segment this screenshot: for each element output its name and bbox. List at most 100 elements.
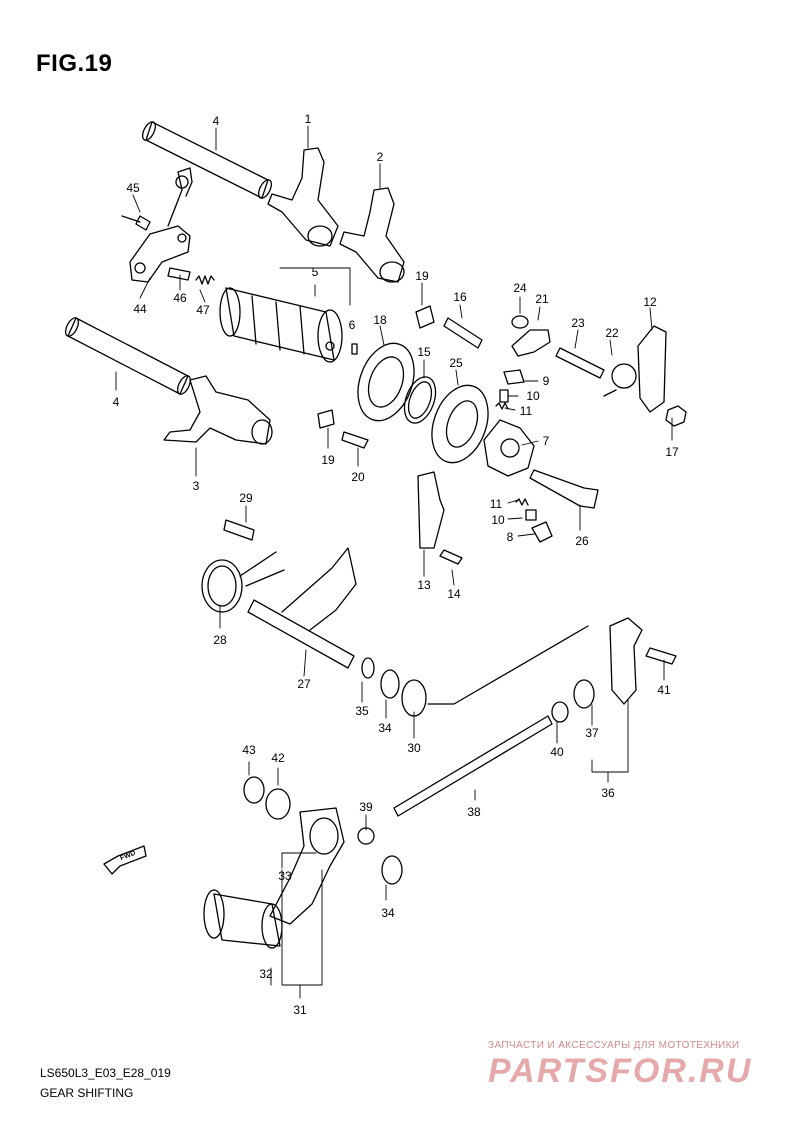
circlip-35 xyxy=(361,657,375,679)
callout-22: 22 xyxy=(605,326,619,340)
callout-10: 10 xyxy=(526,389,540,403)
callout-29: 29 xyxy=(239,491,253,505)
callout-4: 4 xyxy=(212,114,220,128)
spring-11 xyxy=(495,402,509,410)
section-name: GEAR SHIFTING xyxy=(40,1086,134,1100)
nut-39 xyxy=(357,827,375,845)
watermark-logo: PARTSFOR.RU xyxy=(488,1052,753,1090)
callout-39: 39 xyxy=(359,800,373,814)
callout-5: 5 xyxy=(311,265,319,279)
callout-6: 6 xyxy=(348,318,356,332)
pin-10 xyxy=(499,389,509,403)
callout-46: 46 xyxy=(173,291,187,305)
gearshift-lever-31 xyxy=(269,807,345,925)
callout-32: 32 xyxy=(259,967,273,981)
callout-17: 17 xyxy=(665,445,679,459)
callout-12: 12 xyxy=(643,295,657,309)
stopper-plate xyxy=(121,167,193,283)
callout-38: 38 xyxy=(467,805,481,819)
callout-33: 33 xyxy=(278,869,292,883)
callout-18: 18 xyxy=(373,313,387,327)
bolt-26 xyxy=(529,469,599,509)
gear-shift-cam xyxy=(219,287,343,363)
cam-pin xyxy=(351,343,358,355)
spring-22 xyxy=(603,363,637,397)
callout-23: 23 xyxy=(571,316,585,330)
lever-36 xyxy=(573,617,643,709)
watermark-tagline: ЗАПЧАСТИ И АКСЕССУАРЫ ДЛЯ МОТОТЕХНИКИ xyxy=(488,1040,740,1051)
return-spring xyxy=(201,551,285,613)
washer-34 xyxy=(380,669,400,699)
cam-stopper-plate xyxy=(431,384,489,464)
callout-16: 16 xyxy=(453,290,467,304)
fwd-arrow-icon xyxy=(103,845,147,875)
callout-13: 13 xyxy=(417,578,431,592)
bolt-23 xyxy=(555,347,605,379)
pin-10b xyxy=(525,509,537,521)
screw-20 xyxy=(341,431,369,449)
callout-3: 3 xyxy=(192,479,200,493)
shift-fork-1 xyxy=(267,147,339,247)
washer-19b xyxy=(317,409,335,429)
pawl-9 xyxy=(503,369,525,385)
figure-title: FIG.19 xyxy=(36,50,113,77)
callout-14: 14 xyxy=(447,587,461,601)
callout-7: 7 xyxy=(542,434,550,448)
callout-37: 37 xyxy=(585,726,599,740)
ring-15 xyxy=(403,376,437,424)
callout-21: 21 xyxy=(535,292,549,306)
callout-20: 20 xyxy=(351,470,365,484)
callout-43: 43 xyxy=(242,743,256,757)
callout-19: 19 xyxy=(415,269,429,283)
washer-42 xyxy=(265,788,291,820)
callout-27: 27 xyxy=(297,677,311,691)
callout-35: 35 xyxy=(355,704,369,718)
callout-4b: 4 xyxy=(112,395,120,409)
washer-24 xyxy=(511,315,529,329)
callout-28: 28 xyxy=(213,633,227,647)
callout-11b: 11 xyxy=(489,497,503,511)
fork-shaft-lower xyxy=(64,317,192,395)
arm-13 xyxy=(417,471,445,549)
footrest-rubber xyxy=(203,889,283,949)
tie-rod-38 xyxy=(393,715,553,817)
callout-15: 15 xyxy=(417,345,431,359)
callout-40: 40 xyxy=(550,745,564,759)
ring-43 xyxy=(243,776,265,804)
pawl-8 xyxy=(531,521,553,543)
bearing xyxy=(357,342,415,422)
callout-2: 2 xyxy=(376,150,384,164)
washer-34b xyxy=(381,855,403,885)
callout-9: 9 xyxy=(542,374,550,388)
model-code: LS650L3_E03_E28_019 xyxy=(40,1066,171,1080)
callout-44: 44 xyxy=(133,302,147,316)
callout-42: 42 xyxy=(271,751,285,765)
callout-36: 36 xyxy=(601,786,615,800)
callout-34b: 34 xyxy=(381,906,395,920)
nut-40 xyxy=(551,701,569,723)
callout-8: 8 xyxy=(506,530,514,544)
callout-26: 26 xyxy=(575,534,589,548)
spring-11b xyxy=(515,498,529,506)
pin-and-spring xyxy=(167,267,215,285)
callout-10b: 10 xyxy=(491,513,505,527)
callout-30: 30 xyxy=(407,741,421,755)
callout-34: 34 xyxy=(378,721,392,735)
washer-19 xyxy=(415,305,435,329)
arm-21 xyxy=(511,329,551,357)
nut-17 xyxy=(665,405,687,427)
fork-shaft-upper xyxy=(141,121,273,199)
callout-45: 45 xyxy=(126,181,140,195)
bolt-29 xyxy=(223,519,255,541)
shift-fork-3 xyxy=(163,375,273,445)
seal-30 xyxy=(401,679,427,717)
leader-lines xyxy=(115,125,673,999)
callout-1: 1 xyxy=(304,112,312,126)
link-line xyxy=(427,625,589,705)
screw-14 xyxy=(439,549,463,565)
bolt-41 xyxy=(645,647,677,665)
callout-41: 41 xyxy=(657,683,671,697)
callout-31: 31 xyxy=(293,1003,307,1017)
